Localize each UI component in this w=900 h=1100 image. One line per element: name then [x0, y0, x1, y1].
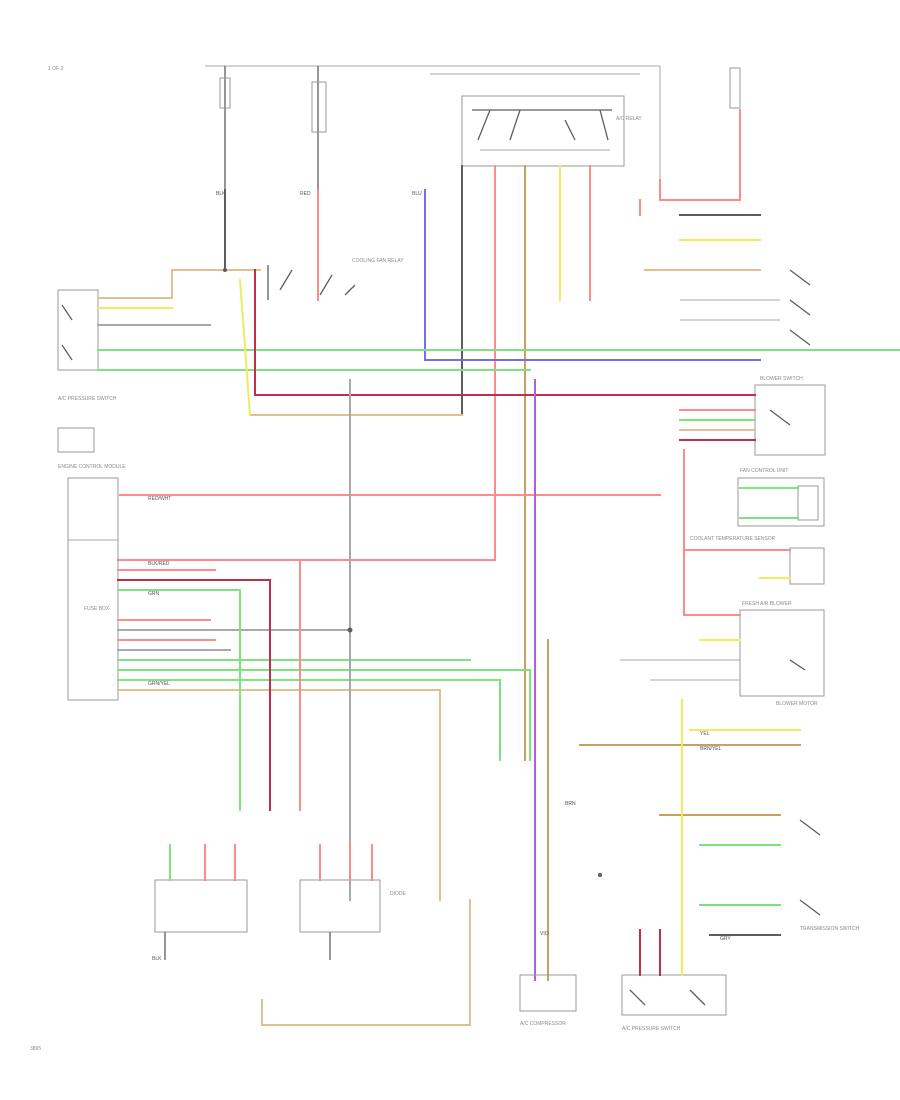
ac-compressor: A/C COMPRESSOR — [519, 974, 577, 1027]
ecm-output-wires — [117, 569, 531, 691]
fan-relay-switches: COOLING FAN RELAY — [267, 258, 404, 300]
svg-text:YEL: YEL — [700, 731, 710, 737]
ecm-label: ENGINE CONTROL MODULE — [58, 464, 126, 470]
ac-relay-box: A/C RELAY — [461, 95, 642, 167]
top-right-fused-feed — [659, 67, 741, 201]
fresh-air-blower: FRESH AIR BLOWER BLOWER MOTOR — [620, 601, 825, 707]
wire-code-labels: BLK RED BLU RED/WHT BLK/RED GRN GRN/YEL … — [148, 191, 731, 962]
relay-label: A/C RELAY — [616, 116, 642, 122]
svg-text:GRN/YEL: GRN/YEL — [148, 681, 170, 687]
temperature-sensor-block: COOLANT TEMPERATURE SENSOR — [683, 449, 825, 616]
ac-pressure-switch-label: A/C PRESSURE SWITCH — [57, 396, 117, 453]
right-switch-cluster — [639, 199, 811, 346]
svg-text:BLU: BLU — [412, 191, 422, 197]
left-switch-block — [57, 269, 900, 371]
svg-text:BLK: BLK — [152, 956, 162, 962]
bottom-pressure-switch-label: A/C PRESSURE SWITCH — [622, 1026, 681, 1032]
temperature-sensor-label: COOLANT TEMPERATURE SENSOR — [690, 536, 776, 542]
svg-text:BLK/RED: BLK/RED — [148, 561, 170, 567]
svg-text:RED: RED — [300, 191, 311, 197]
fan-control-unit: FAN CONTROL UNIT — [737, 468, 825, 527]
horizontal-bus-wires — [117, 269, 761, 561]
transmission-switch-label: TRANSMISSION SWITCH — [800, 926, 860, 932]
bottom-center-relay: DIODE — [299, 844, 407, 960]
lower-right-connectors: TRANSMISSION SWITCH — [579, 729, 860, 936]
ac-pressure-switch-bottom: A/C PRESSURE SWITCH — [621, 699, 727, 1032]
ac-compressor-label: A/C COMPRESSOR — [520, 1021, 566, 1027]
bottom-left-relay — [154, 844, 248, 960]
vertical-wire-runs — [224, 165, 591, 761]
blower-motor-label: BLOWER MOTOR — [776, 701, 818, 707]
svg-text:BLK: BLK — [216, 191, 226, 197]
figure-code: 3895 — [30, 1046, 41, 1052]
page-reference: 1 OF 2 — [48, 66, 64, 72]
blower-switch-label: BLOWER SWITCH — [760, 376, 803, 382]
fan-control-unit-label: FAN CONTROL UNIT — [740, 468, 788, 474]
svg-text:A/C PRESSURE SWITCH: A/C PRESSURE SWITCH — [58, 396, 117, 402]
svg-text:GRY: GRY — [720, 936, 731, 942]
bottom-tan-loop — [261, 899, 471, 1026]
svg-text:GRN: GRN — [148, 591, 160, 597]
fuse-box-label: FUSE BOX — [84, 606, 110, 612]
svg-text:BRN: BRN — [565, 801, 576, 807]
engine-control-module: ENGINE CONTROL MODULE FUSE BOX — [58, 464, 126, 701]
top-power-feeds — [205, 65, 661, 190]
cooling-fan-relay-label: COOLING FAN RELAY — [352, 258, 404, 264]
fresh-air-blower-label: FRESH AIR BLOWER — [742, 601, 792, 607]
middle-vertical-runs — [239, 379, 549, 981]
svg-text:VIO: VIO — [540, 931, 549, 937]
diode-label: DIODE — [390, 891, 407, 897]
blower-switch: BLOWER SWITCH — [659, 376, 826, 456]
svg-text:RED/WHT: RED/WHT — [148, 496, 171, 502]
junction-dots — [223, 268, 602, 877]
svg-text:BRN/YEL: BRN/YEL — [700, 746, 722, 752]
